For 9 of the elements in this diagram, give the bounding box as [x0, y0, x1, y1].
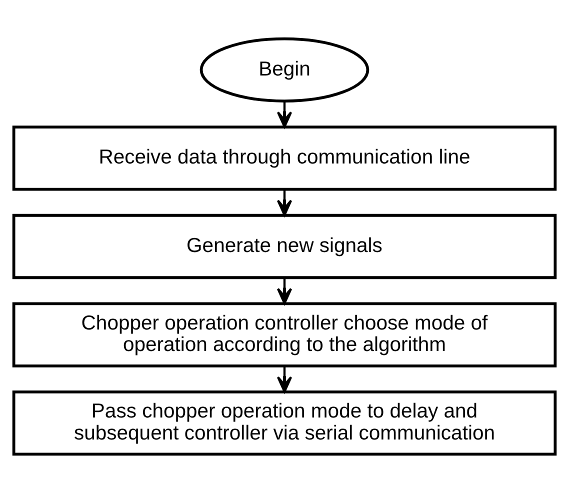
arrow [276, 190, 292, 216]
node-box: Chopper operation controller choose mode of operation according to the algorithm [12, 302, 557, 368]
node-ellipse: Begin [200, 37, 370, 102]
arrow [276, 278, 292, 304]
node-box: Generate new signals [12, 214, 557, 280]
arrow [276, 101, 292, 128]
node-box: Pass chopper operation mode to delay and subsequent controller via serial communication [12, 390, 557, 456]
arrow [276, 366, 292, 393]
node-box: Receive data through communication line [12, 126, 557, 191]
